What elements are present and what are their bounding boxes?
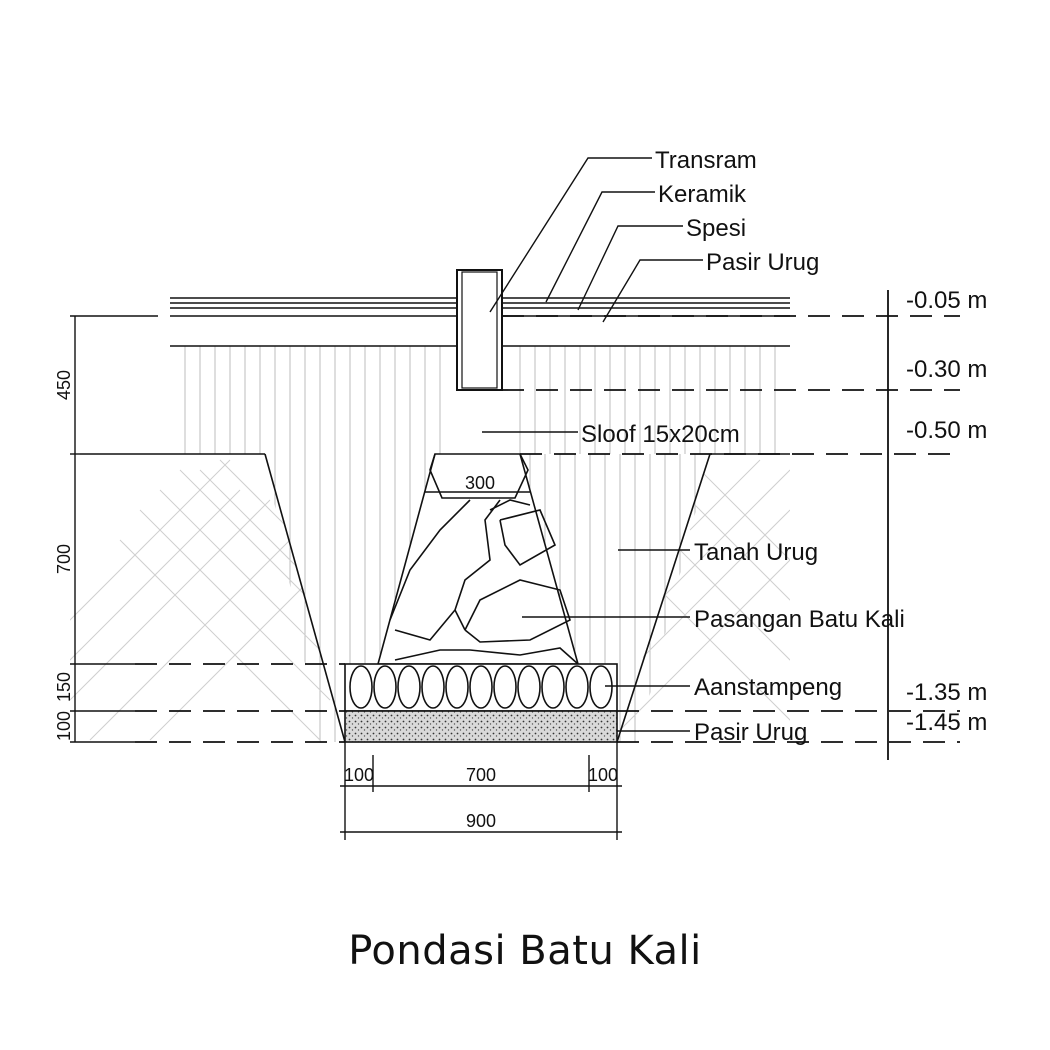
dim-100-vertical: 100 — [54, 711, 74, 741]
dim-700-vertical: 700 — [54, 544, 74, 574]
level-minus-030: -0.30 m — [906, 356, 987, 383]
level-lines — [135, 315, 960, 743]
bottom-dimension — [340, 491, 622, 840]
left-dimension — [70, 315, 158, 743]
level-minus-050: -0.50 m — [906, 417, 987, 444]
label-sloof: Sloof 15x20cm — [581, 421, 740, 448]
soil-hatch-left — [70, 459, 345, 741]
stone-masonry — [376, 453, 580, 665]
dim-700-horizontal: 700 — [466, 765, 496, 785]
level-minus-145: -1.45 m — [906, 709, 987, 736]
label-spesi: Spesi — [686, 215, 746, 242]
dim-100-left: 100 — [344, 765, 374, 785]
label-pasir-urug-top: Pasir Urug — [706, 249, 819, 276]
soil-hatch-right — [619, 459, 790, 731]
drawing-title: Pondasi Batu Kali — [348, 928, 702, 974]
label-tanah-urug: Tanah Urug — [694, 539, 818, 566]
dim-300: 300 — [465, 473, 495, 493]
label-transram: Transram — [655, 147, 757, 174]
sand-bedding — [344, 710, 618, 743]
level-minus-135: -1.35 m — [906, 679, 987, 706]
fill-hatch-upper — [184, 346, 776, 454]
level-minus-005: -0.05 m — [906, 287, 987, 314]
dim-150: 150 — [54, 672, 74, 702]
dim-450: 450 — [54, 370, 74, 400]
transram-wall — [456, 269, 503, 391]
dim-100-right: 100 — [588, 765, 618, 785]
label-pasir-urug-bottom: Pasir Urug — [694, 719, 807, 746]
label-pasangan-batu-kali: Pasangan Batu Kali — [694, 606, 905, 633]
label-keramik: Keramik — [658, 181, 747, 208]
label-aanstampeng: Aanstampeng — [694, 674, 842, 701]
ground-lines — [80, 453, 790, 743]
aanstampeng-layer — [344, 663, 618, 712]
dim-900: 900 — [466, 811, 496, 831]
leader-lines — [482, 157, 703, 732]
